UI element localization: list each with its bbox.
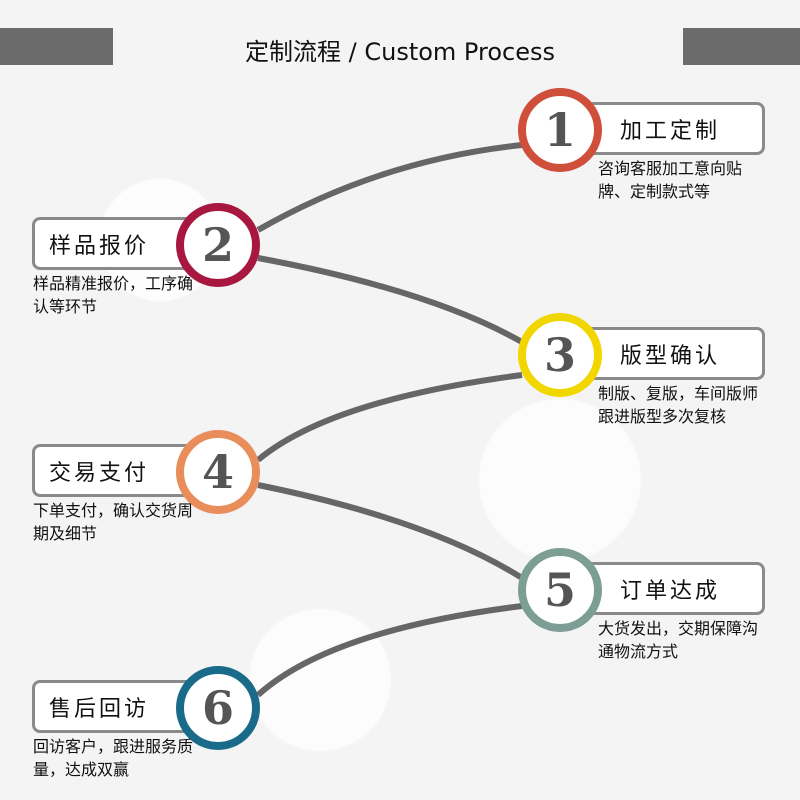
step-5-number-circle: 5 bbox=[518, 548, 602, 632]
step-6-number-circle: 6 bbox=[176, 666, 260, 750]
step-number: 4 bbox=[201, 445, 234, 499]
step-label: 订单达成 bbox=[620, 578, 721, 604]
step-number: 2 bbox=[201, 218, 234, 272]
step-number: 3 bbox=[543, 328, 576, 382]
connector-3-4 bbox=[256, 372, 523, 463]
step-number: 5 bbox=[543, 563, 576, 617]
step-description: 回访客户，跟进服务质量，达成双赢 bbox=[33, 737, 194, 779]
connector-5-6 bbox=[255, 603, 523, 698]
step-label: 加工定制 bbox=[620, 118, 721, 144]
step-1-number-circle: 1 bbox=[518, 88, 602, 172]
step-number: 6 bbox=[201, 681, 234, 735]
page-title: 定制流程 / Custom Process bbox=[245, 38, 555, 66]
connector-1-2 bbox=[256, 142, 523, 233]
step-description: 样品精准报价，工序确认等环节 bbox=[33, 274, 194, 316]
step-label: 售后回访 bbox=[49, 696, 150, 722]
step-label: 交易支付 bbox=[49, 460, 150, 486]
header-bar-left bbox=[0, 28, 113, 65]
step-3-number-circle: 3 bbox=[518, 313, 602, 397]
step-number: 1 bbox=[543, 103, 576, 157]
step-4-number-circle: 4 bbox=[176, 430, 260, 514]
step-label: 版型确认 bbox=[620, 343, 721, 369]
connector-2-3 bbox=[257, 255, 524, 345]
step-2-number-circle: 2 bbox=[176, 203, 260, 287]
header-bar-right bbox=[683, 28, 800, 65]
step-description: 咨询客服加工意向贴牌、定制款式等 bbox=[598, 159, 743, 201]
step-label: 样品报价 bbox=[49, 233, 150, 259]
step-description: 大货发出，交期保障沟通物流方式 bbox=[598, 619, 759, 661]
connector-4-5 bbox=[257, 482, 524, 581]
step-description: 制版、复版，车间版师跟进版型多次复核 bbox=[598, 384, 759, 426]
step-description: 下单支付，确认交货周期及细节 bbox=[33, 501, 194, 543]
